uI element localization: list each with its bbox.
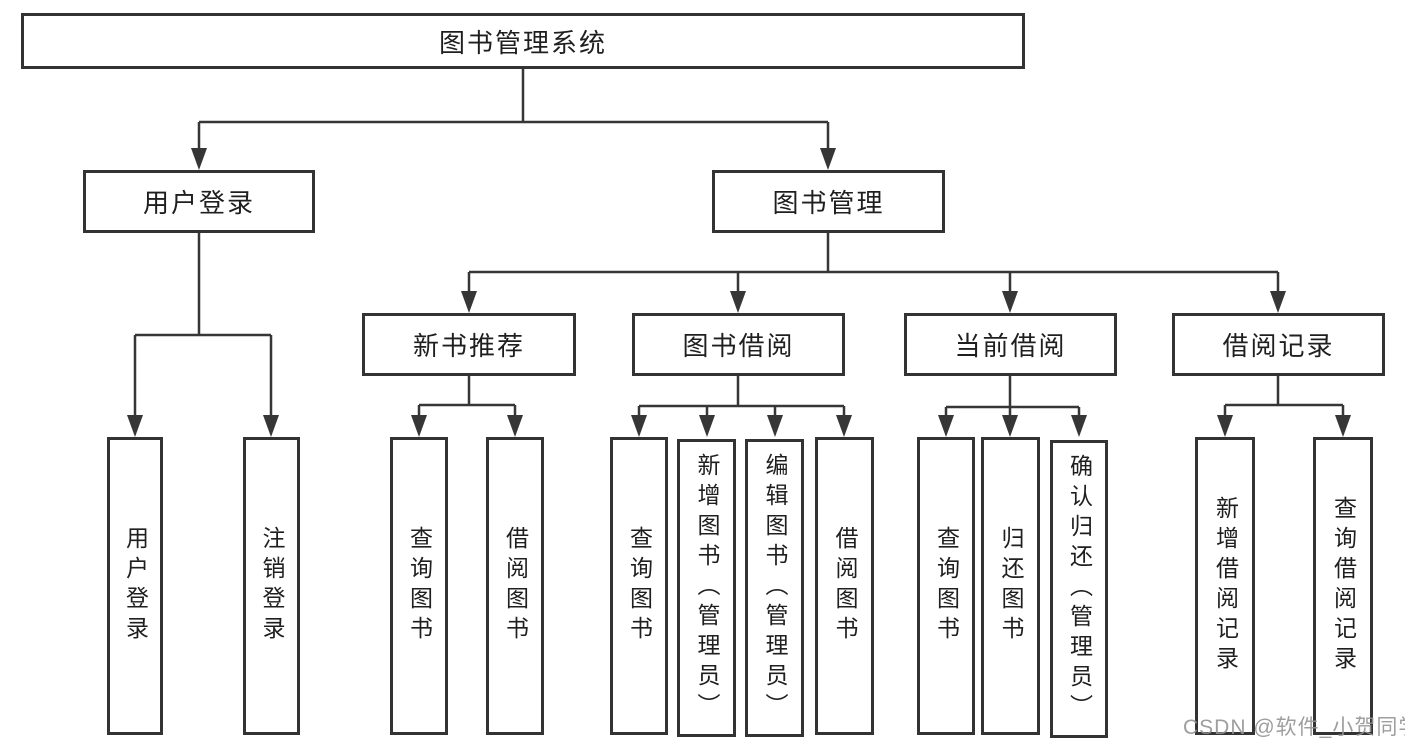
leaf-label: 借阅图书 <box>832 526 858 646</box>
arrow-down-icon <box>1270 291 1286 313</box>
arrow-down-icon <box>507 415 523 437</box>
arrow-down-icon <box>411 415 427 437</box>
leaf-label: 注销登录 <box>259 526 285 646</box>
leaf-node-edit-books-admin: 编辑图书（管理员） <box>745 439 804 737</box>
node-current-borrow: 当前借阅 <box>904 313 1117 376</box>
connector-borrow-record-children <box>1223 376 1345 418</box>
leaf-node-borrow-books-1: 借阅图书 <box>486 437 544 735</box>
leaf-label: 查询图书 <box>406 526 433 646</box>
arrow-down-icon <box>191 148 207 170</box>
leaf-node-query-books-1: 查询图书 <box>390 437 448 735</box>
arrow-down-icon <box>730 291 746 313</box>
connector-current-borrow-children <box>944 376 1081 418</box>
node-book-borrow: 图书借阅 <box>632 313 845 376</box>
connector-book-borrow-children <box>637 376 846 418</box>
leaf-label: 编辑图书（管理员） <box>762 453 788 723</box>
leaf-node-query-books-2: 查询图书 <box>610 437 668 735</box>
leaf-node-query-books-3: 查询图书 <box>917 437 975 735</box>
csdn-watermark: CSDN @软件_小贺同学 <box>1183 716 1405 739</box>
leaf-node-add-books-admin: 新增图书（管理员） <box>677 439 736 737</box>
leaf-node-confirm-return-admin: 确认归还（管理员） <box>1050 440 1108 738</box>
leaf-label: 新增借阅记录 <box>1212 496 1239 676</box>
leaf-label: 查询图书 <box>626 526 653 646</box>
arrow-down-icon <box>461 291 477 313</box>
leaf-label: 借阅图书 <box>502 526 529 646</box>
leaf-label: 归还图书 <box>998 526 1024 646</box>
connector-user-login-children <box>133 233 273 418</box>
leaf-node-return-books: 归还图书 <box>981 437 1040 735</box>
node-new-book-recommend: 新书推荐 <box>362 313 576 376</box>
arrow-down-icon <box>1217 415 1233 437</box>
leaf-label: 确认归还（管理员） <box>1066 454 1093 724</box>
arrow-down-icon <box>836 415 852 437</box>
node-user-login: 用户登录 <box>83 170 315 233</box>
leaf-node-borrow-books-2: 借阅图书 <box>815 437 874 735</box>
arrow-down-icon <box>820 148 836 170</box>
leaf-node-query-borrow-record: 查询借阅记录 <box>1313 437 1373 735</box>
arrow-down-icon <box>1071 415 1087 437</box>
arrow-down-icon <box>767 415 783 437</box>
root-node-system: 图书管理系统 <box>21 13 1025 69</box>
connector-book-management-children <box>467 233 1280 294</box>
leaf-node-add-borrow-record: 新增借阅记录 <box>1195 437 1255 735</box>
leaf-node-user-login: 用户登录 <box>107 437 163 735</box>
leaf-label: 用户登录 <box>122 526 149 646</box>
leaf-node-logout: 注销登录 <box>243 437 300 735</box>
node-borrow-record: 借阅记录 <box>1172 313 1385 376</box>
arrow-down-icon <box>263 415 279 437</box>
leaf-label: 查询借阅记录 <box>1330 496 1357 676</box>
arrow-down-icon <box>1002 291 1018 313</box>
arrow-down-icon <box>699 415 715 437</box>
connector-root-to-level2 <box>197 69 830 150</box>
arrow-down-icon <box>1335 415 1351 437</box>
leaf-label: 查询图书 <box>933 526 960 646</box>
arrow-down-icon <box>938 415 954 437</box>
connector-new-book-children <box>417 376 517 418</box>
arrow-down-icon <box>1002 415 1018 437</box>
node-book-management: 图书管理 <box>712 170 945 233</box>
arrow-down-icon <box>631 415 647 437</box>
leaf-label: 新增图书（管理员） <box>694 453 720 723</box>
arrow-down-icon <box>127 415 143 437</box>
